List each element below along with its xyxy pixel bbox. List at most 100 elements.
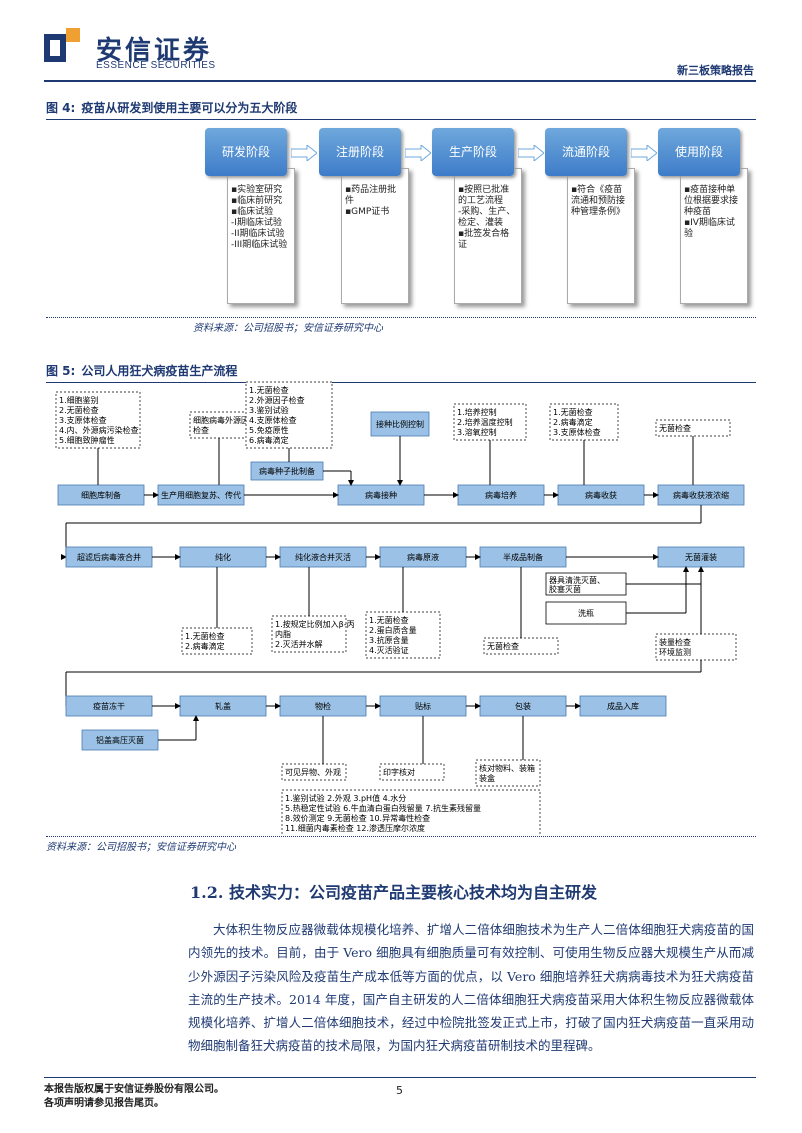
stage-detail-1: ▪实验室研究▪临床前研究▪临床试验 -I期临床试验 -II期临床试验 -III期… [227,168,295,304]
stage-detail-4: ▪符合《疫苗流通和预防接种管理条例》 [567,168,635,304]
company-logo-icon [44,28,80,62]
stage-detail-2: ▪药品注册批件▪GMP证书 [341,168,409,304]
figure4-label: 图 4: [46,101,76,115]
culture-note [453,403,527,441]
stage-box-3: 生产阶段 [432,128,514,176]
final-release-note-line: 5.热稳定性试验 6.牛血清白蛋白残留量 7.抗生素残留量 [285,803,481,813]
seed-note-line: 3.鉴别试验 [249,405,289,415]
inactivate-note [271,615,347,653]
cell-bank-note [55,391,141,449]
equipment-sterilization-label: 器具清洗灭菌、 [549,575,605,585]
culture-note-line: 3.溶氧控制 [457,427,497,437]
equipment-sterilization-label: 胶塞灭菌 [549,584,581,594]
final-release-note-line: 8.效价测定 9.无菌检查 10.异常毒性检查 [285,813,430,823]
stage-detail-item: ▪批签发合格 [458,229,510,239]
right-arrow-icon [405,145,431,161]
section-title: 1.2. 技术实力：公司疫苗产品主要核心技术均为自主研发 [190,883,597,902]
row3-step-2-label: 轧盖 [215,701,231,711]
row1-step-6-label: 病毒收获液浓缩 [673,490,729,500]
row1-step-4-label: 病毒培养 [485,490,517,500]
culture-note-line: 1.培养控制 [457,407,497,417]
inspection-note [281,763,347,781]
row2-step-6-label: 无菌灌装 [685,552,717,562]
row3-step-5-label: 包装 [515,701,531,711]
bulk-note-line: 1.无菌检查 [369,615,409,625]
inactivate-note-line: 1.按规定比例加入β-丙 [275,619,355,629]
stage-detail-item: ▪实验室研究 [231,185,283,195]
row3-step-3-label: 物检 [315,701,331,711]
bulk-note-line: 2.蛋白质含量 [369,625,417,635]
stage-detail-item: 验 [684,229,694,239]
harvest-note-line: 2.病毒滴定 [553,417,593,427]
row2-step-4-label: 病毒原液 [407,552,439,562]
row1-step-5-label: 病毒收获 [585,490,617,500]
report-type: 新三板策略报告 [677,64,754,77]
figure5-title: 图 5:公司人用狂犬病疫苗生产流程 [46,362,756,383]
harvest-note-line: 1.无菌检查 [553,407,593,417]
final-release-note-line: 1.鉴别试验 2.外观 3.pH值 4.水分 [285,793,406,803]
footer-divider [44,1077,756,1078]
row2-step-2-label: 纯化 [215,552,231,562]
stage-detail-5: ▪疫苗接种单位根据要求接种疫苗▪IV期临床试验 [680,168,748,304]
seed-note-line: 2.外源因子检查 [249,395,305,405]
concentrate-note-line: 无菌检查 [659,423,691,433]
stage-box-1: 研发阶段 [205,128,287,176]
seed-batch-box-label: 病毒种子批制备 [259,466,315,476]
stage-detail-item: ▪按照已批准 [458,185,510,195]
row3-step-4-label: 贴标 [415,701,431,711]
cell-bank-note-line: 1.细胞鉴别 [59,395,99,405]
stage-detail-item: ▪临床试验 [231,207,274,217]
stage-detail-item: -III期临床试验 [231,240,288,250]
figure4-source-divider [46,317,756,318]
stage-detail-item: 的工艺流程 [458,196,504,206]
row2-step-3-label: 纯化液合并灭活 [295,552,351,562]
culture-note-line: 2.培养温度控制 [457,417,513,427]
row1-step-2-label: 生产用细胞复苏、传代 [161,490,241,500]
semifinal-note-line: 无菌检查 [487,641,519,651]
harvest-note-line: 3.支原体检查 [553,427,601,437]
cell-bank-note-line: 2.无菌检查 [59,405,99,415]
concentrate-note [655,419,731,437]
exo-factor-note-line: 细胞病毒外源因子 [193,415,257,425]
filling-note-line: 装量检查 [659,637,691,647]
bulk-note-line: 4.灭活验证 [369,645,409,655]
stage-detail-item: 流通和预防接 [571,196,626,206]
company-name-cn: 安信证券 [96,36,213,66]
header-divider [44,80,756,82]
stage-box-5: 使用阶段 [658,128,740,176]
pack-check-note [475,759,541,787]
final-release-note-line: 11.细菌内毒素检查 12.渗透压摩尔浓度 [285,823,425,833]
stage-detail-item: ▪符合《疫苗 [571,185,623,195]
seed-note-line: 4.支原体检查 [249,415,297,425]
final-release-note [281,789,541,834]
pack-check-note-line: 装盒 [479,773,495,783]
stage-detail-item: 证 [458,240,468,250]
right-arrow-icon [518,145,544,161]
seed-note-line: 5.免疫原性 [249,425,289,435]
stage-detail-3: ▪按照已批准的工艺流程-采购、生产、检定、灌装▪批签发合格证 [454,168,522,304]
stage-detail-item: 件 [345,196,355,206]
section-paragraph: 大体积生物反应器微载体规模化培养、扩增人二倍体细胞技术为生产人二倍体细胞狂犬病疫… [188,922,754,1054]
row3-step-1-label: 疫苗冻干 [93,701,125,711]
footer-disclaimer: 各项声明请参见报告尾页。 [44,1098,164,1109]
stage-detail-item: ▪IV期临床试 [684,218,735,228]
inspection-note-line: 可见异物、外观 [285,767,341,777]
figure4-caption: 疫苗从研发到使用主要可以分为五大阶段 [81,101,298,115]
inactivate-note-line: 内脂 [275,629,291,639]
purify-note-line: 1.无菌检查 [185,631,225,641]
stage-detail-item: ▪GMP证书 [345,207,390,217]
figure5-source: 资料来源：公司招股书；安信证券研究中心 [46,842,236,853]
label-check-note-line: 印字核对 [383,767,415,777]
seed-note [245,381,333,449]
page-number: 5 [396,1084,403,1097]
seed-note-line: 6.病毒滴定 [249,435,289,445]
stage-detail-item: ▪药品注册批 [345,185,397,195]
filling-note-line: 环境监测 [659,647,691,657]
figure5-source-divider [46,836,756,837]
row1-step-3-label: 病毒接种 [365,490,397,500]
figure5-label: 图 5: [46,364,76,378]
cap-sterilization-box-label: 铝盖高压灭菌 [96,735,144,745]
footer-copyright: 本报告版权属于安信证券股份有限公司。 [44,1084,224,1095]
row2-step-5-label: 半成品制备 [503,552,543,562]
right-arrow-icon [291,145,317,161]
